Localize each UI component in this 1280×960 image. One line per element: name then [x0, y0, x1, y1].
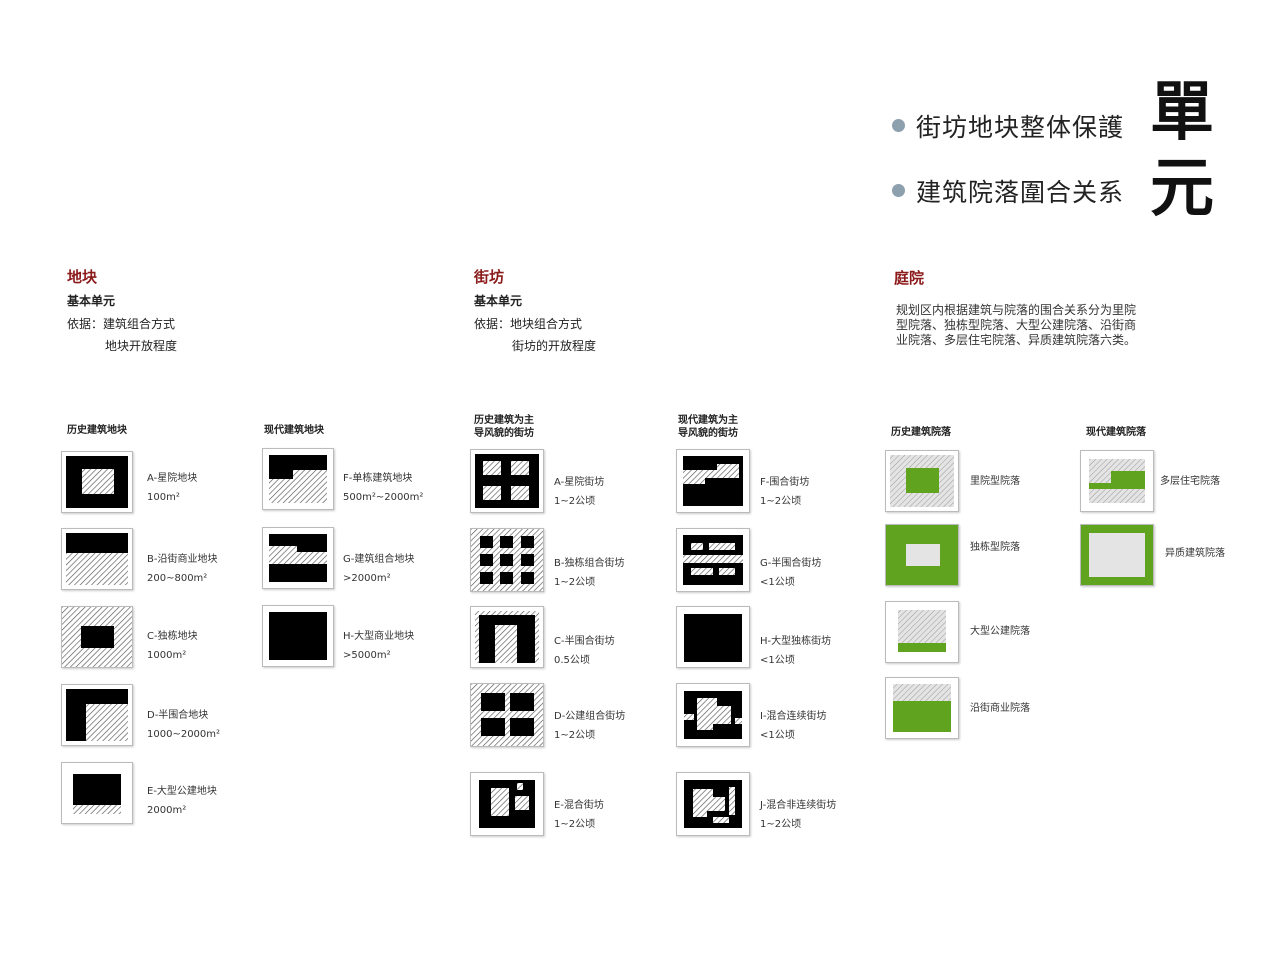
- court-yizhi-icon: [1080, 524, 1154, 586]
- court-yizhi-label: 异质建筑院落: [1165, 548, 1225, 559]
- plot-d-icon: [61, 684, 133, 746]
- group-heading-modern-court: 现代建筑院落: [1086, 427, 1146, 438]
- plot-c-icon: [61, 606, 133, 668]
- header-item-1: 街坊地块整体保護: [916, 113, 1125, 142]
- court-liyuan-label: 里院型院落: [970, 476, 1020, 487]
- court-dudong-icon: [885, 524, 959, 586]
- group-heading-modern-block: 现代建筑为主 导风貌的街坊: [678, 415, 738, 439]
- block-j-icon: [676, 772, 750, 836]
- block-f-icon: [676, 449, 750, 513]
- plot-line-2: 依据：建筑组合方式: [67, 317, 176, 331]
- section-title-block: 街坊: [474, 268, 505, 286]
- block-c-icon: [470, 606, 544, 668]
- block-h-icon: [676, 606, 750, 668]
- group-heading-historic-court: 历史建筑院落: [891, 427, 951, 438]
- block-d-label: D-公建组合街坊 1~2公顷: [554, 711, 626, 741]
- block-d-icon: [470, 683, 544, 747]
- block-a-label: A-星院街坊 1~2公顷: [554, 477, 605, 507]
- plot-e-icon: [61, 762, 133, 824]
- block-i-icon: [676, 683, 750, 747]
- plot-line-1: 基本单元: [67, 294, 116, 308]
- block-e-icon: [470, 772, 544, 836]
- plot-a-icon: [61, 451, 133, 513]
- block-b-label: B-独栋组合街坊 1~2公顷: [554, 558, 625, 588]
- plot-g-label: G-建筑组合地块 >2000m²: [343, 554, 415, 584]
- court-zhuzhai-label: 多层住宅院落: [1160, 476, 1220, 487]
- bullet-icon: [892, 184, 905, 197]
- court-shangye-icon: [885, 677, 959, 739]
- block-f-label: F-围合街坊 1~2公顷: [760, 477, 810, 507]
- block-g-label: G-半围合街坊 <1公顷: [760, 558, 822, 588]
- plot-b-icon: [61, 528, 133, 590]
- block-h-label: H-大型独栋街坊 <1公顷: [760, 636, 832, 666]
- group-heading-modern-plot: 现代建筑地块: [264, 425, 324, 436]
- plot-f-label: F-单栋建筑地块 500m²~2000m²: [343, 473, 424, 503]
- section-title-courtyard: 庭院: [894, 269, 925, 287]
- block-b-icon: [470, 528, 544, 592]
- block-e-label: E-混合街坊 1~2公顷: [554, 800, 604, 830]
- plot-h-icon: [262, 605, 334, 667]
- plot-line-3: 地块开放程度: [105, 339, 178, 353]
- block-a-icon: [470, 449, 544, 513]
- block-i-label: I-混合连续街坊 <1公顷: [760, 711, 827, 741]
- block-line-1: 基本单元: [474, 294, 523, 308]
- plot-c-label: C-独栋地块 1000m²: [147, 631, 198, 661]
- court-gongjian-icon: [885, 601, 959, 663]
- plot-b-label: B-沿街商业地块 200~800m²: [147, 554, 218, 584]
- court-gongjian-label: 大型公建院落: [970, 626, 1030, 637]
- court-shangye-label: 沿街商业院落: [970, 703, 1030, 714]
- plot-g-icon: [262, 527, 334, 589]
- header-item-2: 建筑院落圍合关系: [916, 178, 1125, 207]
- group-heading-historic-block: 历史建筑为主 导风貌的街坊: [474, 415, 534, 439]
- section-title-plot: 地块: [67, 268, 98, 286]
- big-char-1: 單: [1150, 75, 1214, 150]
- plot-d-label: D-半围合地块 1000~2000m²: [147, 710, 221, 740]
- block-line-3: 街坊的开放程度: [512, 339, 597, 353]
- block-j-label: J-混合非连续街坊 1~2公顷: [760, 800, 837, 830]
- block-line-2: 依据：地块组合方式: [474, 317, 583, 331]
- block-c-label: C-半围合街坊 0.5公顷: [554, 636, 615, 666]
- plot-a-label: A-星院地块 100m²: [147, 473, 198, 503]
- block-g-icon: [676, 528, 750, 592]
- court-dudong-label: 独栋型院落: [970, 542, 1020, 553]
- bullet-icon: [892, 119, 905, 132]
- plot-e-label: E-大型公建地块 2000m²: [147, 786, 217, 816]
- big-char-2: 元: [1150, 151, 1214, 226]
- court-zhuzhai-icon: [1080, 450, 1154, 512]
- group-heading-historic-plot: 历史建筑地块: [67, 425, 127, 436]
- plot-h-label: H-大型商业地块 >5000m²: [343, 631, 415, 661]
- courtyard-description: 规划区内根据建筑与院落的围合关系分为里院型院落、独栋型院落、大型公建院落、沿街商…: [896, 303, 1137, 347]
- plot-f-icon: [262, 448, 334, 510]
- court-liyuan-icon: [885, 450, 959, 512]
